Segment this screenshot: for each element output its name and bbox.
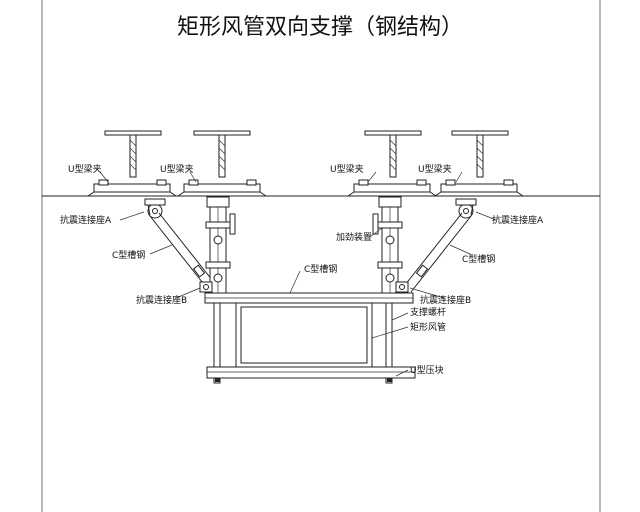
u-clamp-4	[434, 179, 524, 197]
label-support-rod: 支撑螺杆	[410, 306, 446, 318]
horizontal-c-channel	[204, 292, 414, 304]
label-u-press: U型压块	[410, 364, 444, 376]
label-seat-b-right: 抗震连接座B	[420, 294, 471, 306]
seat-b-right	[395, 281, 409, 293]
rectangular-duct	[235, 302, 373, 368]
vertical-hanger-left	[205, 196, 236, 294]
support-rod-right	[385, 302, 393, 384]
u-clamp-3	[347, 179, 437, 197]
label-u-clamp-1: U型梁夹	[68, 163, 102, 175]
label-stiffener: 加劲装置	[336, 231, 372, 243]
vertical-hanger-right	[372, 196, 403, 294]
label-c-channel-left: C型槽钢	[112, 249, 145, 261]
label-seat-b-left: 抗震连接座B	[136, 294, 187, 306]
u-press-block	[206, 366, 416, 382]
diagram-title: 矩形风管双向支撑（钢结构）	[177, 15, 463, 40]
seat-a-right	[455, 198, 477, 219]
label-u-clamp-3: U型梁夹	[330, 163, 364, 175]
seat-a-left	[144, 198, 166, 219]
brace-right	[404, 212, 472, 293]
label-u-clamp-4: U型梁夹	[418, 163, 452, 175]
i-beam-3	[364, 130, 422, 178]
label-u-clamp-2: U型梁夹	[160, 163, 194, 175]
label-c-channel-center: C型槽钢	[304, 263, 337, 275]
label-seat-a-right: 抗震连接座A	[492, 214, 544, 226]
seat-b-left	[199, 281, 213, 293]
label-duct: 矩形风管	[410, 321, 446, 333]
i-beam-2	[193, 130, 251, 178]
u-clamp-2	[177, 179, 267, 197]
support-rod-left	[213, 302, 221, 384]
brace-left	[149, 212, 217, 293]
u-clamp-1	[87, 179, 177, 197]
i-beam-1	[104, 130, 162, 178]
label-seat-a-left: 抗震连接座A	[60, 214, 112, 226]
i-beam-4	[451, 130, 509, 178]
label-c-channel-right: C型槽钢	[462, 253, 495, 265]
leader-lines	[99, 171, 497, 377]
